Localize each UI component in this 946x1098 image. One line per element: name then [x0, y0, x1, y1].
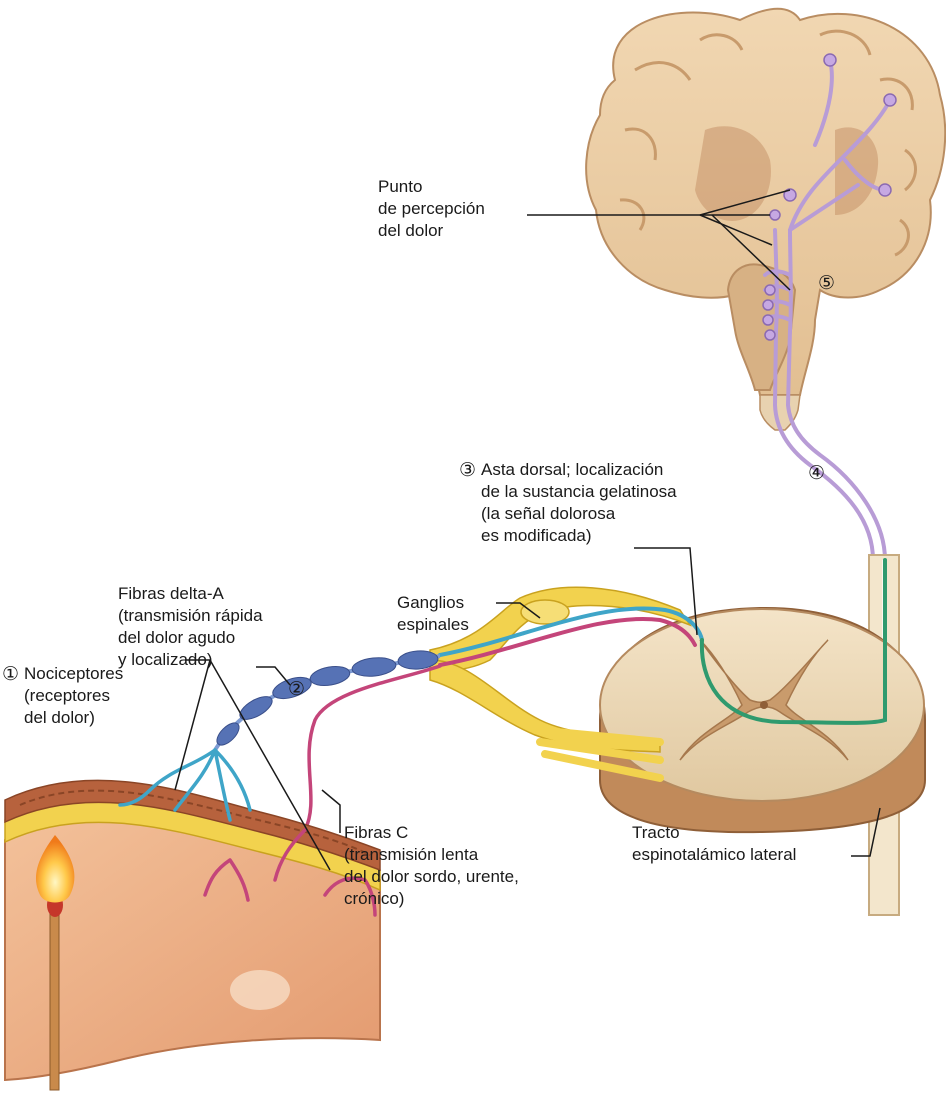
marker-five: ⑤: [818, 272, 835, 294]
delta-a-line-2: (transmisión rápida: [118, 605, 263, 627]
dorsal-horn-line-4: es modificada): [481, 525, 677, 547]
perception-line-1: Punto: [378, 176, 485, 198]
label-spinothalamic-tract: Tracto espinotalámico lateral: [632, 822, 796, 866]
ganglia-line-2: espinales: [397, 614, 469, 636]
brain-coronal-section: [586, 9, 945, 430]
delta-a-line-4: y localizado): [118, 649, 263, 671]
perception-line-3: del dolor: [378, 220, 485, 242]
label-c-fibers: Fibras C (transmisión lenta del dolor so…: [344, 822, 519, 910]
label-dorsal-horn: Asta dorsal; localización de la sustanci…: [481, 459, 677, 547]
nociceptors-line-3: del dolor): [24, 707, 123, 729]
delta-a-line-1: Fibras delta-A: [118, 583, 263, 605]
label-nociceptors: Nociceptores (receptores del dolor): [24, 663, 123, 729]
label-perception-point: Punto de percepción del dolor: [378, 176, 485, 242]
c-fibers-line-2: (transmisión lenta: [344, 844, 519, 866]
marker-four: ④: [808, 462, 825, 484]
nociceptors-line-1: Nociceptores: [24, 663, 123, 685]
dorsal-horn-line-2: de la sustancia gelatinosa: [481, 481, 677, 503]
delta-a-line-3: del dolor agudo: [118, 627, 263, 649]
c-fibers-line-1: Fibras C: [344, 822, 519, 844]
tract-line-2: espinotalámico lateral: [632, 844, 796, 866]
c-fibers-line-3: del dolor sordo, urente,: [344, 866, 519, 888]
marker-two: ②: [288, 678, 305, 700]
perception-line-2: de percepción: [378, 198, 485, 220]
marker-one: ①: [2, 663, 19, 685]
c-fibers-line-4: crónico): [344, 888, 519, 910]
marker-three: ③: [459, 459, 476, 481]
tract-line-1: Tracto: [632, 822, 796, 844]
skin-section: [5, 780, 380, 1080]
dorsal-horn-line-1: Asta dorsal; localización: [481, 459, 677, 481]
dorsal-horn-line-3: (la señal dolorosa: [481, 503, 677, 525]
label-delta-a-fibers: Fibras delta-A (transmisión rápida del d…: [118, 583, 263, 671]
nociceptors-line-2: (receptores: [24, 685, 123, 707]
ganglia-line-1: Ganglios: [397, 592, 469, 614]
label-spinal-ganglia: Ganglios espinales: [397, 592, 469, 636]
